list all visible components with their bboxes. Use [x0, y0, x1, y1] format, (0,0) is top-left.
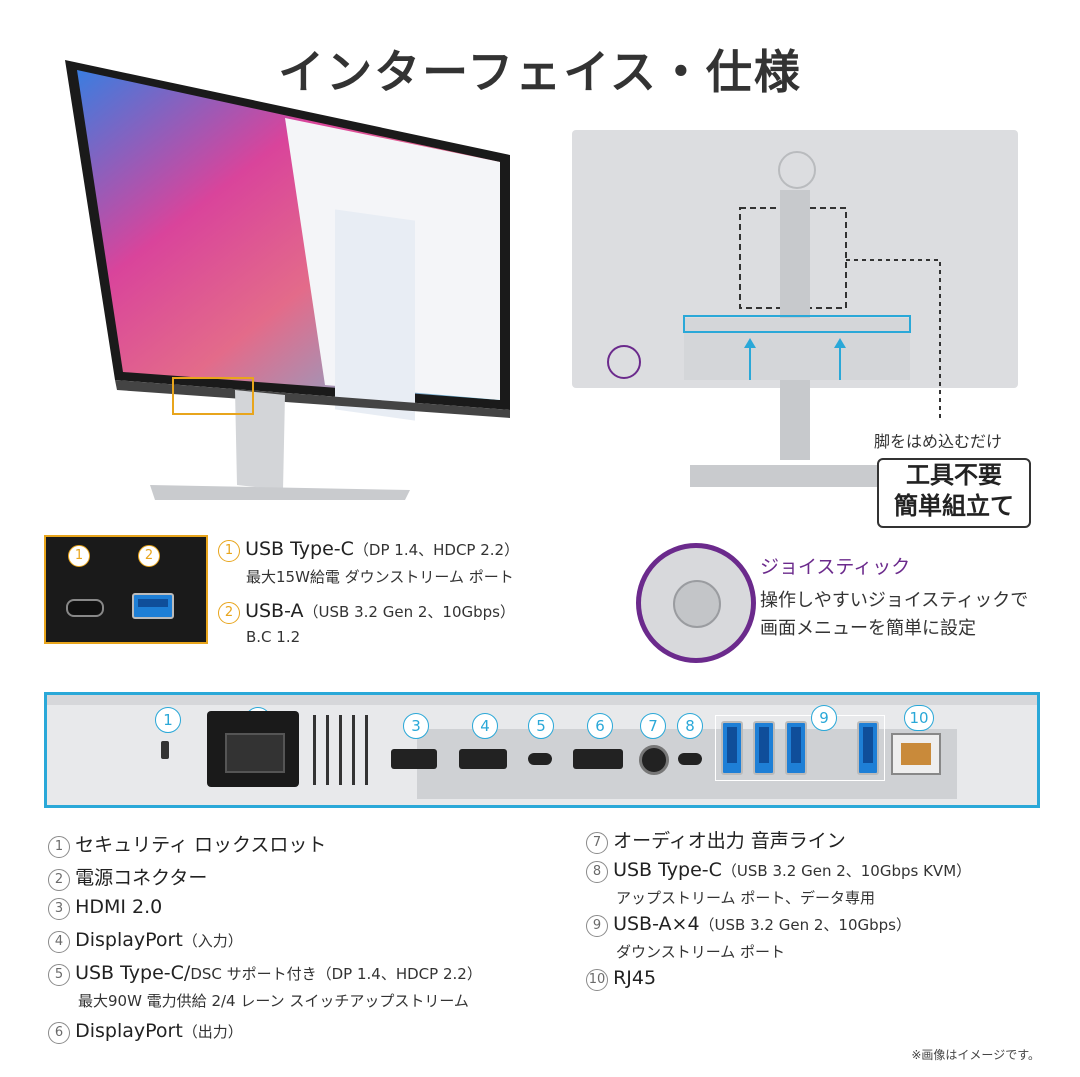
spec-name: DisplayPort [75, 929, 183, 951]
spec-name: USB-A×4 [613, 913, 700, 935]
spec-detail: （DP 1.4、HDCP 2.2） [353, 541, 520, 559]
rear-callout-1: 1 [155, 707, 181, 733]
spec-num: 1 [218, 539, 240, 562]
spec-detail: （USB 3.2 Gen 2、10Gbps） [303, 603, 515, 621]
spec-item: 6 DisplayPort（出力） [48, 1020, 568, 1053]
spec-name: USB Type-C [245, 538, 354, 560]
rear-callout-9: 9 [811, 705, 837, 731]
spec-num: 8 [586, 860, 608, 883]
monitor-front-image [55, 60, 515, 500]
spec-name: DisplayPort [75, 1020, 183, 1042]
spec-item: 9 USB-A×4（USB 3.2 Gen 2、10Gbps） ダウンストリーム… [586, 913, 1056, 967]
usb-a-port-icon [132, 593, 174, 619]
joystick-desc-2: 画面メニューを簡単に設定 [760, 618, 976, 639]
monitor-rear-image [572, 130, 1022, 500]
rear-callout-10: 10 [904, 705, 934, 731]
front-port-spec-1: 1 USB Type-C（DP 1.4、HDCP 2.2） 最大15W給電 ダウ… [218, 538, 519, 587]
spec-name: USB-A [245, 600, 304, 622]
spec-num: 3 [48, 897, 70, 920]
spec-detail: （USB 3.2 Gen 2、10Gbps） [699, 916, 911, 934]
spec-num: 9 [586, 914, 608, 937]
usb-a-port-3 [785, 721, 807, 775]
spec-item: 5 USB Type-C/DSC サポート付き（DP 1.4、HDCP 2.2）… [48, 962, 568, 1020]
badge-line-1: 工具不要 [906, 461, 1002, 489]
footnote: ※画像はイメージです。 [911, 1048, 1040, 1062]
spec-item: 10 RJ45 [586, 967, 1056, 1000]
rear-callout-7: 7 [640, 713, 666, 739]
spec-name: HDMI 2.0 [75, 896, 163, 918]
spec-num: 2 [218, 601, 240, 624]
joystick-title: ジョイスティック [760, 556, 911, 578]
usb-c-dsc-port [528, 753, 552, 765]
joystick-closeup [636, 543, 756, 663]
spec-sub: アップストリーム ポート、データ専用 [616, 888, 876, 907]
rear-callout-8: 8 [677, 713, 703, 739]
spec-detail: （出力） [182, 1023, 243, 1041]
spec-num: 1 [48, 835, 70, 858]
assembly-caption: 脚をはめ込むだけ [874, 432, 1003, 451]
spec-sub: ダウンストリーム ポート [616, 942, 786, 961]
spec-detail: DSC サポート付き（DP 1.4、HDCP 2.2） [190, 965, 482, 983]
spec-item: 4 DisplayPort（入力） [48, 929, 568, 962]
spec-sub: B.C 1.2 [246, 627, 301, 646]
spec-name: USB Type-C [613, 859, 722, 881]
spec-list-left: 1 セキュリティ ロックスロット 2 電源コネクター 3 HDMI 2.0 4 … [48, 830, 568, 1053]
spec-num: 5 [48, 963, 70, 986]
spec-item: 8 USB Type-C（USB 3.2 Gen 2、10Gbps KVM） ア… [586, 859, 1056, 913]
rear-callout-6: 6 [587, 713, 613, 739]
front-port-callout-1: 1 [68, 545, 90, 567]
usb-a-group-outline [715, 715, 885, 781]
spec-list-right: 7 オーディオ出力 音声ライン 8 USB Type-C（USB 3.2 Gen… [586, 826, 1056, 1000]
power-connector [207, 711, 299, 787]
front-port-spec-2: 2 USB-A（USB 3.2 Gen 2、10Gbps） B.C 1.2 [218, 600, 515, 646]
front-port-callout-2: 2 [138, 545, 160, 567]
joystick-desc-1: 操作しやすいジョイスティックで [760, 590, 1029, 611]
rj45-port [891, 733, 941, 775]
rear-callout-4: 4 [472, 713, 498, 739]
spec-name: 電源コネクター [75, 867, 208, 889]
spec-name: オーディオ出力 音声ライン [613, 830, 846, 852]
usb-c-port-icon [66, 599, 104, 617]
front-ports-closeup: 1 2 [44, 535, 208, 644]
rear-callout-5: 5 [528, 713, 554, 739]
joystick-knob-icon [673, 580, 721, 628]
page-title: インターフェイス・仕様 [278, 45, 802, 99]
spec-item: 2 電源コネクター [48, 863, 568, 896]
spec-num: 6 [48, 1021, 70, 1044]
spec-num: 10 [586, 968, 608, 991]
badge-line-2: 簡単組立て [894, 492, 1014, 520]
audio-out-port [639, 745, 669, 775]
spec-name: USB Type-C/ [75, 962, 191, 984]
spec-num: 2 [48, 868, 70, 891]
spec-item: 3 HDMI 2.0 [48, 896, 568, 929]
security-lock-slot [161, 741, 169, 759]
spec-name: セキュリティ ロックスロット [75, 834, 327, 856]
usb-a-port-2 [753, 721, 775, 775]
spec-name: RJ45 [613, 967, 657, 989]
spec-item: 1 セキュリティ ロックスロット [48, 830, 568, 863]
vent-slots [313, 715, 369, 785]
usb-a-port-4 [857, 721, 879, 775]
displayport-in [459, 749, 507, 769]
spec-num: 7 [586, 831, 608, 854]
rear-io-panel: 1 2 3 4 5 6 7 8 9 10 [44, 692, 1040, 808]
usb-c-kvm-port [678, 753, 702, 765]
no-tool-badge: 工具不要 簡単組立て [877, 458, 1031, 528]
spec-detail: （入力） [182, 932, 243, 950]
spec-num: 4 [48, 930, 70, 953]
displayport-out [573, 749, 623, 769]
rear-callout-3: 3 [403, 713, 429, 739]
spec-sub: 最大15W給電 ダウンストリーム ポート [246, 567, 514, 586]
usb-a-port-1 [721, 721, 743, 775]
spec-detail: （USB 3.2 Gen 2、10Gbps KVM） [721, 862, 972, 880]
spec-item: 7 オーディオ出力 音声ライン [586, 826, 1056, 859]
spec-sub: 最大90W 電力供給 2/4 レーン スイッチアップストリーム [78, 991, 469, 1010]
hdmi-port [391, 749, 437, 769]
